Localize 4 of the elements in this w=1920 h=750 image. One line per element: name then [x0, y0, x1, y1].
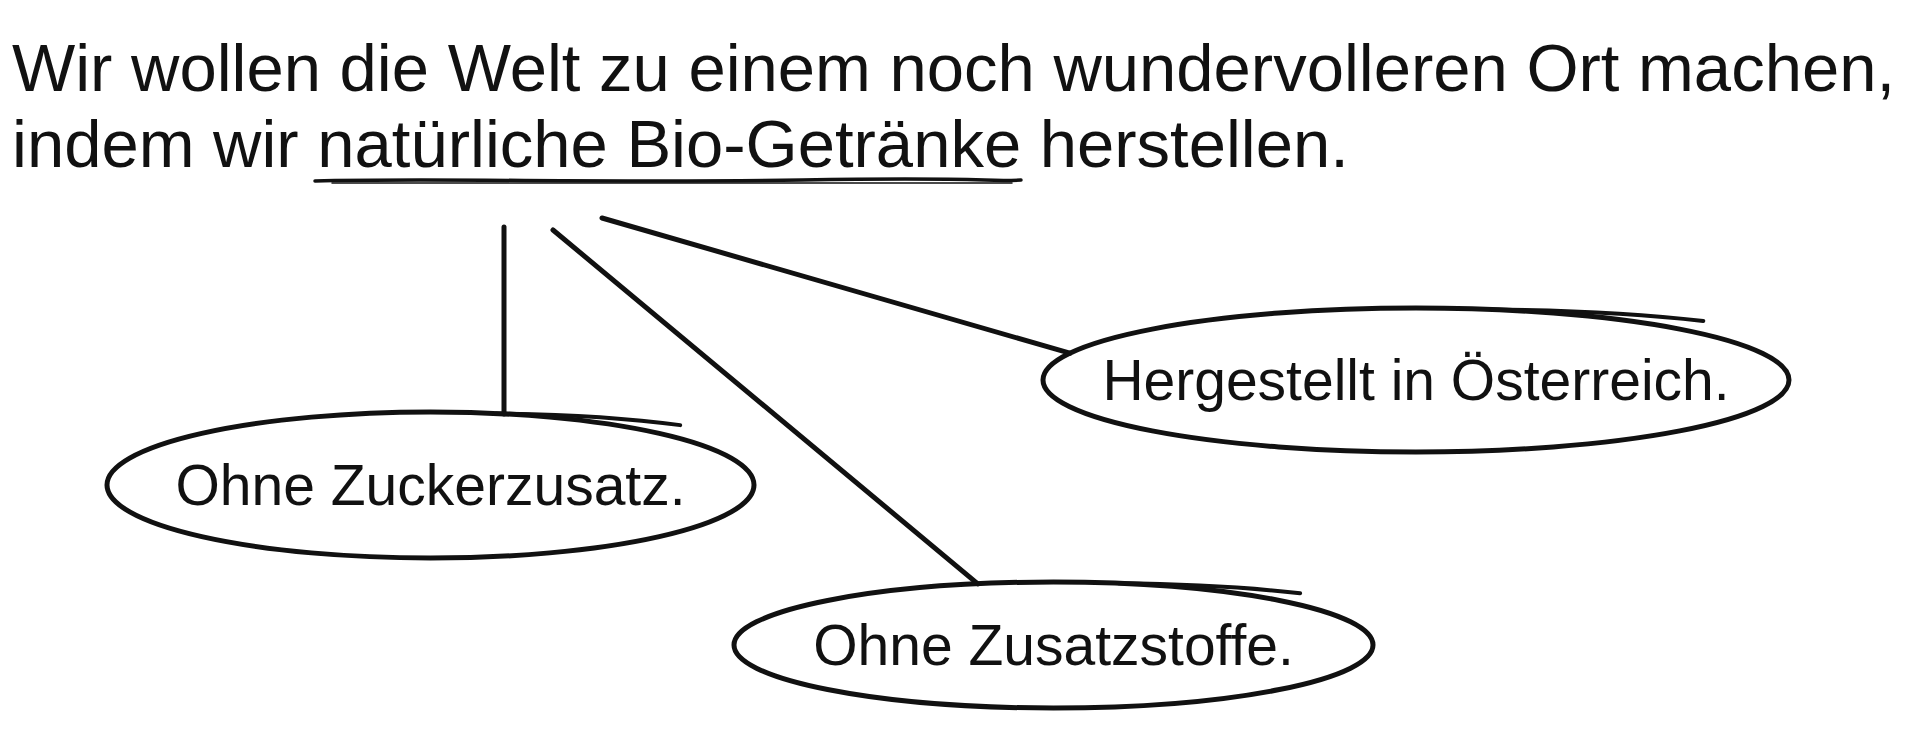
callout-text: Ohne Zusatzstoffe. — [813, 612, 1294, 678]
callout-text: Hergestellt in Österreich. — [1102, 347, 1730, 413]
callout-text: Ohne Zuckerzusatz. — [175, 452, 686, 518]
statement-text: Wir wollen die Welt zu einem noch wundervolleren Ort machen, indem wir natürliche Bio-Getränke herstellen. — [12, 30, 1912, 182]
